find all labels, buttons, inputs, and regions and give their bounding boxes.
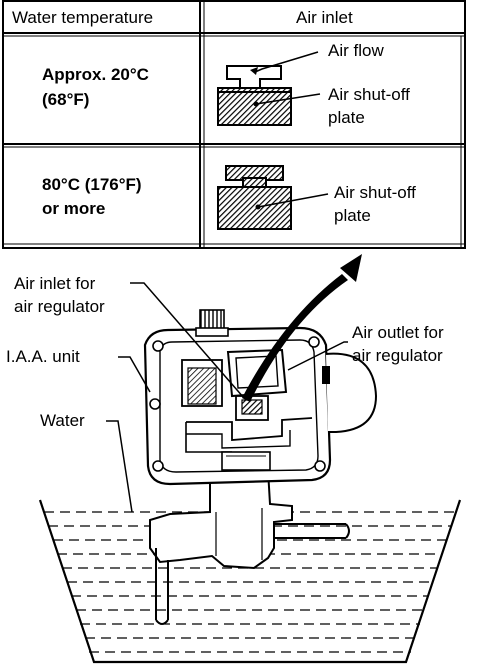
- row1-plate-label-line1: Air shut-off: [328, 85, 410, 104]
- air-shutoff-plate-closed: [217, 186, 292, 230]
- air-outlet-arrow: [242, 254, 362, 402]
- water-pipe-housing: [149, 468, 350, 625]
- condition-table: [2, 0, 466, 249]
- air-outlet-label-line2: air regulator: [352, 346, 443, 365]
- row2-plate-label-line2: plate: [334, 206, 371, 225]
- air-inlet-leader: [130, 282, 245, 399]
- air-inlet-label-line1: Air inlet for: [14, 274, 96, 293]
- row2-plate-label-line1: Air shut-off: [334, 183, 416, 202]
- row1-temp-line1: Approx. 20°C: [42, 65, 149, 84]
- air-inlet-open-icon: [217, 51, 321, 126]
- iaa-unit-body: [143, 309, 378, 486]
- air-shutoff-plate-open: [217, 87, 292, 126]
- air-inlet-closed-icon: [217, 165, 329, 230]
- row2-temp-line2: or more: [42, 199, 106, 218]
- label-leaders: [106, 282, 348, 513]
- air-inlet-header: Air inlet: [296, 8, 353, 27]
- air-outlet-leader: [287, 341, 348, 371]
- air-inlet-label-line2: air regulator: [14, 297, 105, 316]
- plate-leader-2: [257, 193, 329, 208]
- iaa-unit-label: I.A.A. unit: [6, 347, 80, 366]
- water-label: Water: [40, 411, 85, 430]
- air-flow-leader: [254, 51, 319, 73]
- row2-temp-line1: 80°C (176°F): [42, 175, 142, 194]
- plate-leader-1: [255, 93, 321, 105]
- iaa-unit-leader: [118, 356, 151, 393]
- water-leader: [106, 420, 133, 513]
- air-outlet-label-line1: Air outlet for: [352, 323, 444, 342]
- water-temperature-header: Water temperature: [12, 8, 154, 27]
- row1-temp-line2: (68°F): [42, 90, 90, 109]
- row1-plate-label-line2: plate: [328, 108, 365, 127]
- row1-air-flow-label: Air flow: [328, 41, 384, 60]
